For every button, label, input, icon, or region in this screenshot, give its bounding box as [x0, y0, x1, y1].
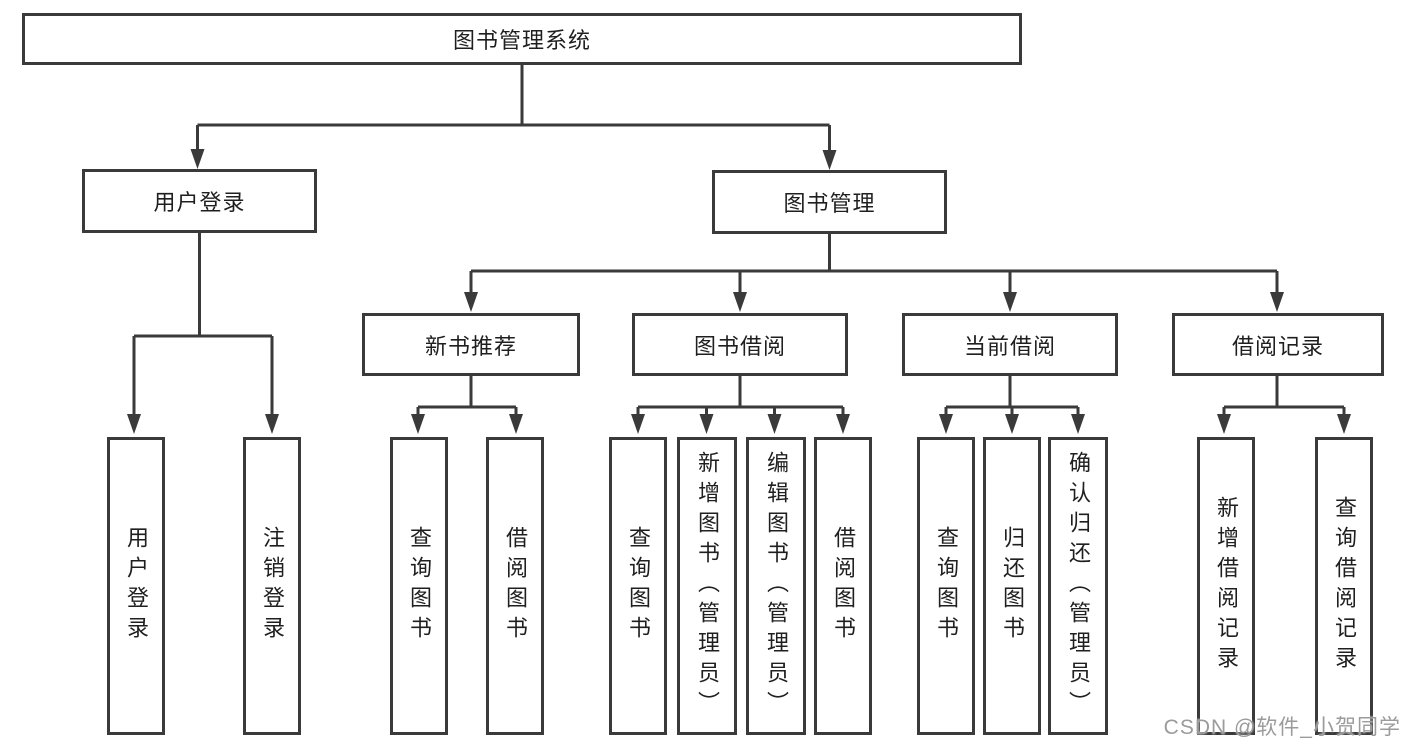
node-book-mgmt: 图书管理	[712, 170, 947, 234]
leaf-borrow-books-rec-label: 借阅图书	[503, 526, 528, 646]
leaf-query-books-cur: 查询图书	[917, 437, 975, 735]
leaf-borrow-books-bor-label: 借阅图书	[831, 526, 856, 646]
leaf-user-login: 用户登录	[107, 437, 165, 735]
leaf-add-borrow-record: 新增借阅记录	[1197, 437, 1255, 735]
leaf-query-books-bor-label: 查询图书	[626, 526, 651, 646]
leaf-user-login-label: 用户登录	[124, 526, 149, 646]
leaf-query-books-rec-label: 查询图书	[407, 526, 432, 646]
leaf-query-books-bor: 查询图书	[609, 437, 667, 735]
node-book-borrow: 图书借阅	[632, 313, 848, 376]
node-user-login: 用户登录	[82, 169, 317, 233]
node-user-login-label: 用户登录	[153, 190, 246, 215]
node-current-borrow-label: 当前借阅	[963, 333, 1056, 359]
leaf-logout-label: 注销登录	[260, 526, 285, 646]
leaf-return-books: 归还图书	[983, 437, 1041, 735]
csdn-watermark: CSDN @软件_小贺同学	[1163, 716, 1401, 739]
leaf-borrow-books-bor: 借阅图书	[814, 437, 872, 735]
node-new-book-rec: 新书推荐	[362, 313, 580, 376]
leaf-add-book-admin: 新增图书（管理员）	[677, 437, 737, 735]
leaf-edit-book-admin-label: 编辑图书（管理员）	[764, 451, 789, 721]
node-current-borrow: 当前借阅	[902, 313, 1118, 376]
leaf-borrow-books-rec: 借阅图书	[486, 437, 544, 735]
leaf-query-borrow-record-label: 查询借阅记录	[1332, 496, 1357, 676]
leaf-query-borrow-record: 查询借阅记录	[1315, 437, 1373, 735]
node-root-label: 图书管理系统	[452, 28, 591, 53]
leaf-edit-book-admin: 编辑图书（管理员）	[746, 437, 806, 735]
node-new-book-rec-label: 新书推荐	[424, 333, 517, 359]
leaf-query-books-rec: 查询图书	[390, 437, 448, 735]
leaf-query-books-cur-label: 查询图书	[934, 526, 959, 646]
node-root: 图书管理系统	[22, 13, 1022, 65]
leaf-confirm-return-admin: 确认归还（管理员）	[1048, 437, 1108, 735]
node-book-borrow-label: 图书借阅	[693, 333, 786, 359]
node-borrow-records-label: 借阅记录	[1231, 333, 1324, 359]
leaf-logout: 注销登录	[243, 437, 301, 735]
node-borrow-records: 借阅记录	[1172, 313, 1384, 376]
leaf-add-book-admin-label: 新增图书（管理员）	[695, 451, 720, 721]
leaf-add-borrow-record-label: 新增借阅记录	[1214, 496, 1239, 676]
leaf-confirm-return-admin-label: 确认归还（管理员）	[1066, 451, 1091, 721]
node-book-mgmt-label: 图书管理	[783, 191, 876, 216]
leaf-return-books-label: 归还图书	[1000, 526, 1025, 646]
